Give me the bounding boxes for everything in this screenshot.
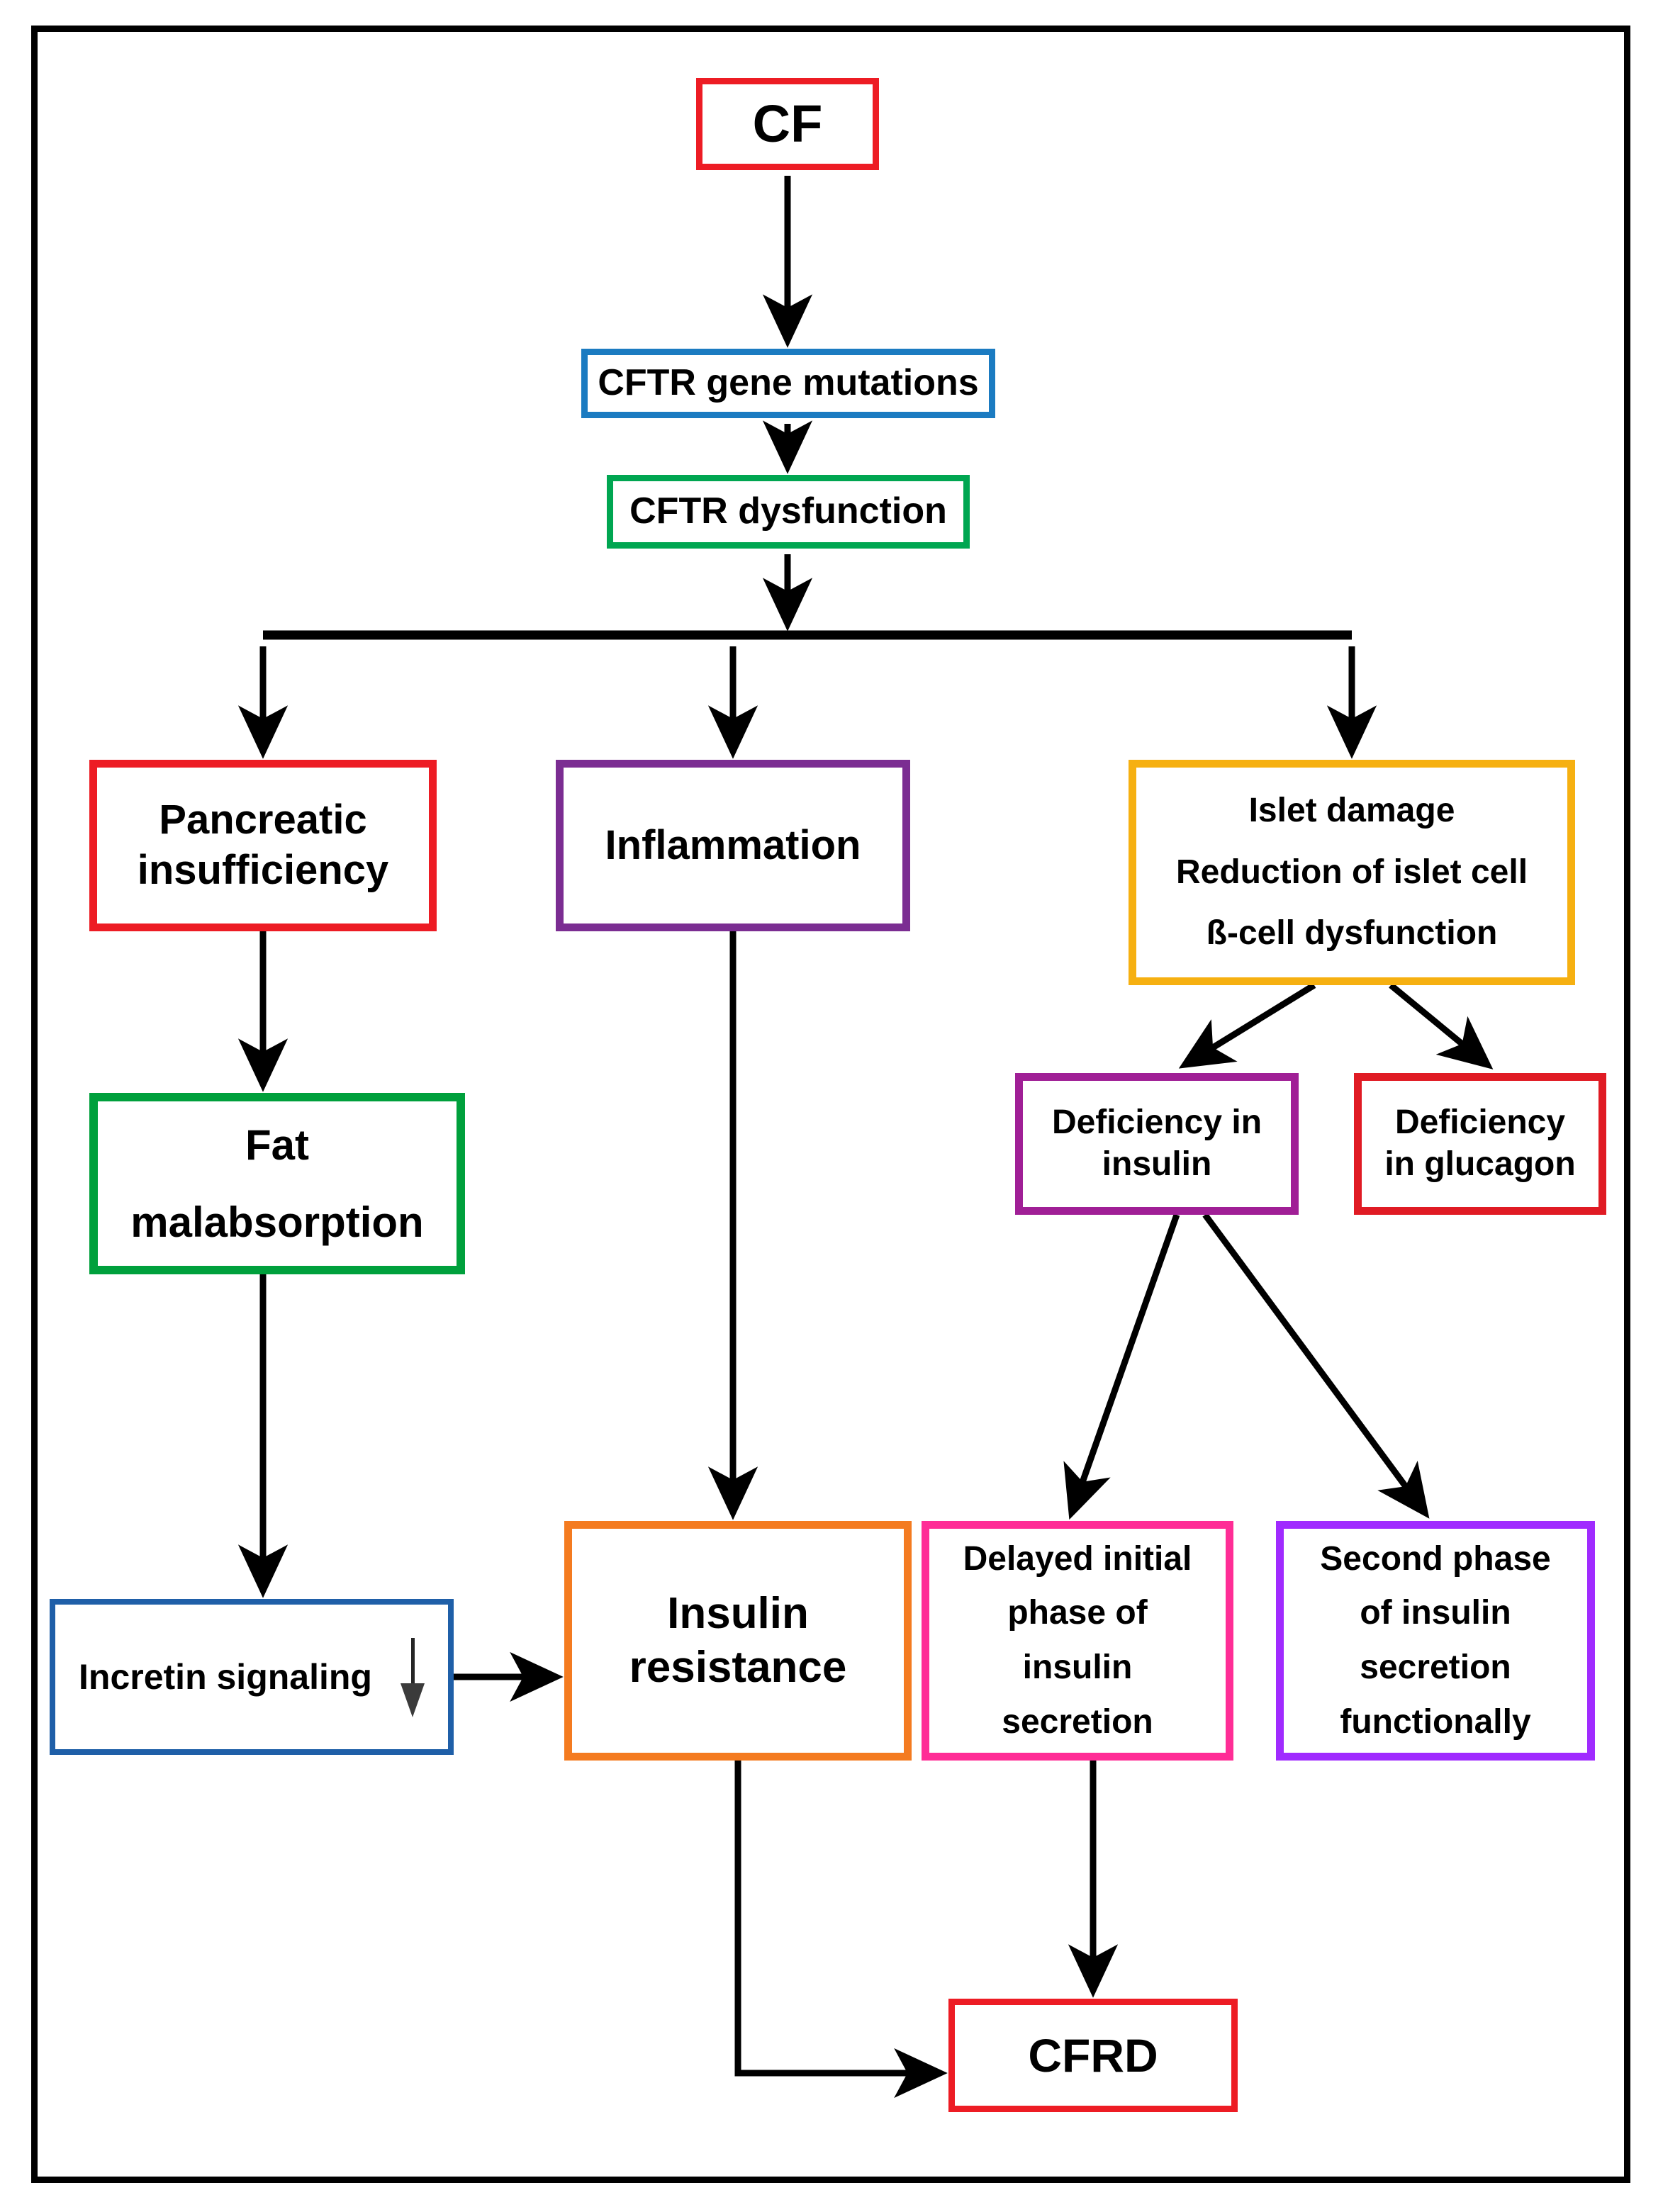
node-second-phase-line-3: secretion xyxy=(1360,1649,1511,1686)
node-second-phase-line-4: functionally xyxy=(1340,1702,1531,1741)
node-pancreatic-insufficiency-line-1: Pancreatic xyxy=(159,797,367,843)
node-inflammation-label: Inflammation xyxy=(605,821,861,868)
node-islet-damage-line-3: ß-cell dysfunction xyxy=(1206,914,1498,953)
node-delayed-initial-phase-line-4: secretion xyxy=(1002,1702,1153,1741)
node-cftr-gene-mutations-label: CFTR gene mutations xyxy=(598,362,979,404)
node-delayed-initial-phase-line-2: phase of xyxy=(1007,1594,1148,1632)
node-cfrd-label: CFRD xyxy=(1028,2028,1158,2082)
node-incretin-signaling-label: Incretin signaling xyxy=(79,1656,372,1697)
down-arrow-head xyxy=(400,1683,425,1717)
node-delayed-initial-phase-line-1: Delayed initial xyxy=(963,1539,1192,1578)
down-arrow-icon xyxy=(400,1638,425,1717)
node-cf-label: CF xyxy=(752,94,823,153)
node-deficiency-in-glucagon-line-1: Deficiency xyxy=(1394,1104,1566,1142)
node-second-phase-line-1: Second phase xyxy=(1320,1539,1551,1578)
node-insulin-resistance[interactable]: Insulin resistance xyxy=(564,1521,912,1761)
node-deficiency-in-glucagon[interactable]: Deficiency in glucagon xyxy=(1354,1073,1606,1215)
node-insulin-resistance-line-2: resistance xyxy=(629,1643,847,1692)
node-insulin-resistance-line-1: Insulin xyxy=(667,1589,809,1639)
node-pancreatic-insufficiency[interactable]: Pancreatic insufficiency xyxy=(89,760,437,931)
incretin-row: Incretin signaling xyxy=(55,1638,448,1717)
diagram-outer-frame xyxy=(31,26,1630,2183)
node-deficiency-in-insulin-line-2: insulin xyxy=(1102,1145,1212,1183)
node-cftr-dysfunction-label: CFTR dysfunction xyxy=(629,490,947,532)
node-delayed-initial-phase[interactable]: Delayed initial phase of insulin secreti… xyxy=(922,1521,1233,1761)
node-cftr-dysfunction[interactable]: CFTR dysfunction xyxy=(607,475,970,549)
node-fat-malabsorption-line-1: Fat xyxy=(245,1121,309,1169)
node-delayed-initial-phase-line-3: insulin xyxy=(1022,1649,1133,1686)
down-arrow-stem xyxy=(410,1638,415,1689)
node-fat-malabsorption-line-2: malabsorption xyxy=(130,1198,424,1246)
node-islet-damage[interactable]: Islet damage Reduction of islet cell ß-c… xyxy=(1129,760,1575,985)
node-cftr-gene-mutations[interactable]: CFTR gene mutations xyxy=(581,349,995,418)
node-deficiency-in-insulin-line-1: Deficiency in xyxy=(1051,1104,1262,1142)
node-cf[interactable]: CF xyxy=(696,78,879,170)
node-islet-damage-line-2: Reduction of islet cell xyxy=(1175,853,1528,891)
node-deficiency-in-insulin[interactable]: Deficiency in insulin xyxy=(1015,1073,1299,1215)
node-second-phase-line-2: of insulin xyxy=(1360,1594,1511,1632)
node-second-phase-of-insulin[interactable]: Second phase of insulin secretion functi… xyxy=(1276,1521,1595,1761)
node-deficiency-in-glucagon-line-2: in glucagon xyxy=(1384,1145,1576,1183)
node-pancreatic-insufficiency-line-2: insufficiency xyxy=(137,847,389,893)
node-fat-malabsorption[interactable]: Fat malabsorption xyxy=(89,1093,465,1274)
node-islet-damage-line-1: Islet damage xyxy=(1248,792,1455,830)
node-cfrd[interactable]: CFRD xyxy=(948,1999,1238,2112)
node-incretin-signaling[interactable]: Incretin signaling xyxy=(50,1599,454,1755)
node-inflammation[interactable]: Inflammation xyxy=(556,760,910,931)
